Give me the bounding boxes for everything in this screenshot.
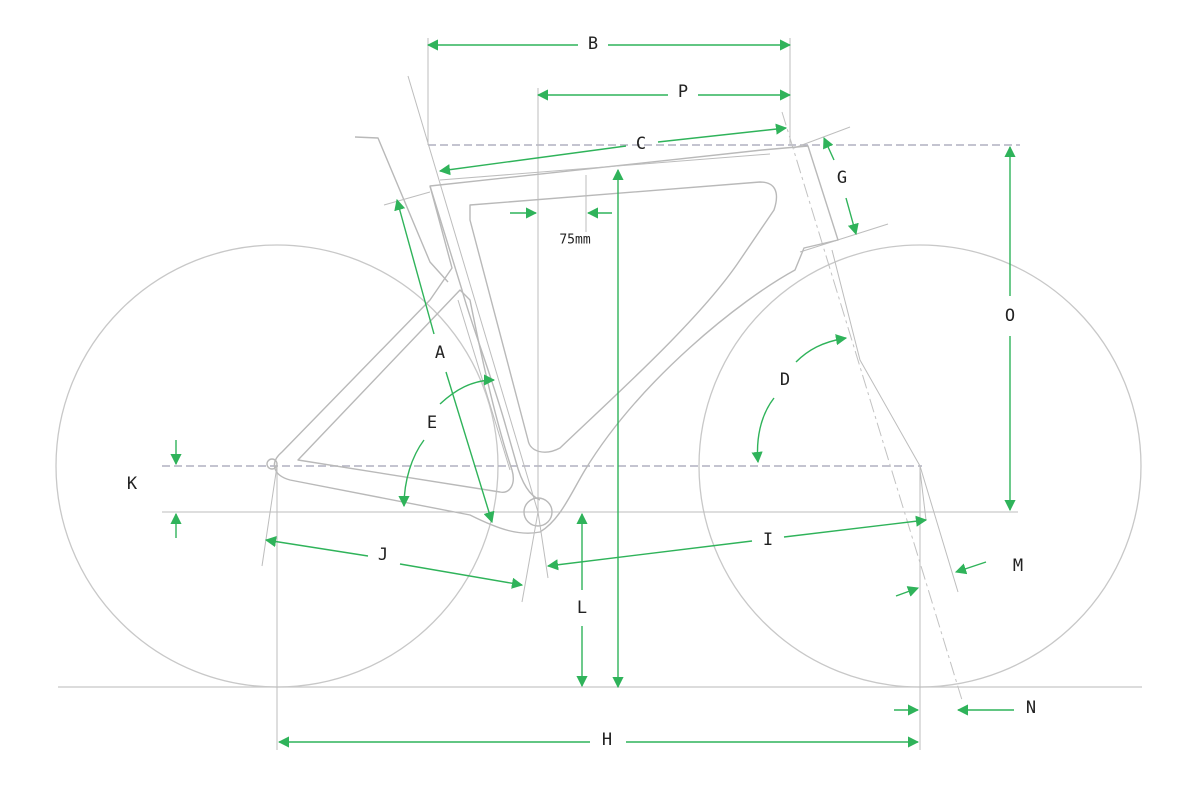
dim-m-arrow	[954, 561, 987, 575]
label-m: M	[1013, 556, 1023, 576]
dim-g-top	[823, 136, 835, 161]
down-tube-axis	[457, 299, 511, 471]
chainstay-extension	[521, 511, 539, 603]
head-tube-perpendicular	[793, 126, 851, 149]
label-d: D	[780, 370, 790, 390]
frame-outer	[273, 145, 839, 534]
dim-j-left	[264, 536, 369, 557]
label-g: G	[837, 168, 847, 188]
dim-e-upper-arc	[439, 374, 496, 405]
dim-j-right	[399, 563, 524, 589]
head-tube-lower-perpendicular	[799, 223, 889, 253]
label-e: E	[427, 413, 437, 433]
bottom-bracket	[523, 497, 553, 527]
label-l: L	[577, 598, 587, 618]
dim-a-bottom	[445, 371, 495, 524]
fork-blade	[831, 249, 959, 593]
front-dropout-line	[919, 469, 927, 521]
rear-axle-slant	[261, 465, 278, 567]
label-n: N	[1026, 698, 1036, 718]
label-i: I	[763, 530, 773, 550]
dim-d-upper-arc	[795, 334, 848, 363]
label-b: B	[588, 34, 598, 54]
dim-c-left	[438, 145, 627, 176]
dim-m-inner-arrow	[895, 586, 920, 597]
label-j: J	[378, 545, 388, 565]
front-triangle-inner	[469, 181, 778, 453]
head-tube-axis	[781, 111, 963, 701]
label-75mm: 75mm	[559, 233, 590, 248]
top-tube-inner-line	[439, 153, 771, 181]
seat-tube-outline	[429, 185, 541, 501]
rear-dropout	[266, 458, 278, 470]
label-a: A	[435, 343, 445, 363]
rear-triangle-inner	[297, 289, 514, 493]
label-k: K	[127, 474, 138, 494]
dim-e-lower-arc	[398, 439, 425, 508]
label-o: O	[1005, 306, 1015, 326]
dim-g-bottom	[845, 197, 859, 236]
seat-tube-axis	[407, 75, 539, 513]
dim-a-top	[394, 198, 435, 335]
dim-c-right	[657, 123, 788, 143]
top-tube-extension	[383, 191, 431, 206]
label-c: C	[636, 134, 646, 154]
dim-d-lower-arc	[751, 397, 775, 464]
label-h: H	[602, 730, 612, 750]
seatpost	[354, 136, 449, 283]
label-p: P	[678, 82, 688, 102]
crank-line	[537, 511, 549, 579]
dim-i-right	[783, 515, 928, 538]
